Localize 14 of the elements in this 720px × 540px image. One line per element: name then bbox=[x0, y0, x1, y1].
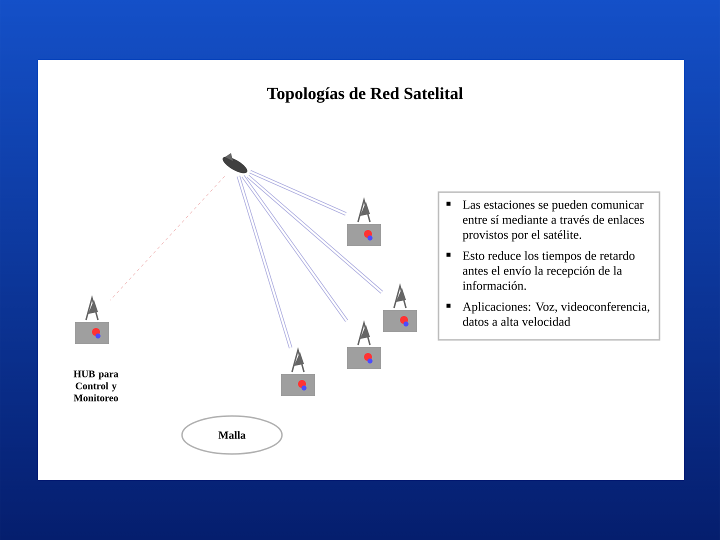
earth-station-drawing bbox=[347, 197, 381, 246]
link-line bbox=[249, 170, 347, 216]
link-line bbox=[236, 176, 292, 348]
earth-station-drawing bbox=[383, 283, 417, 332]
text-box: Las estaciones se pueden comunicar entre sí mediante a través de enlaces provistos por el satélite. Esto reduce los tiempos de retardo antes el envío la recepción de la información. Aplicaciones: Voz, videoconferencia, datos a alta velocidad bbox=[438, 191, 660, 341]
earth-station-drawing bbox=[347, 320, 381, 369]
station-label: HUB para Control y Monitoreo bbox=[74, 370, 118, 402]
link-line bbox=[246, 174, 383, 294]
earth-station-drawing bbox=[281, 347, 315, 396]
link-line bbox=[242, 175, 348, 322]
satellite-drawing bbox=[222, 153, 248, 174]
title: Topologías de Red Satelital bbox=[267, 87, 463, 103]
earth-station-drawing bbox=[75, 295, 109, 344]
link-line bbox=[110, 176, 225, 300]
